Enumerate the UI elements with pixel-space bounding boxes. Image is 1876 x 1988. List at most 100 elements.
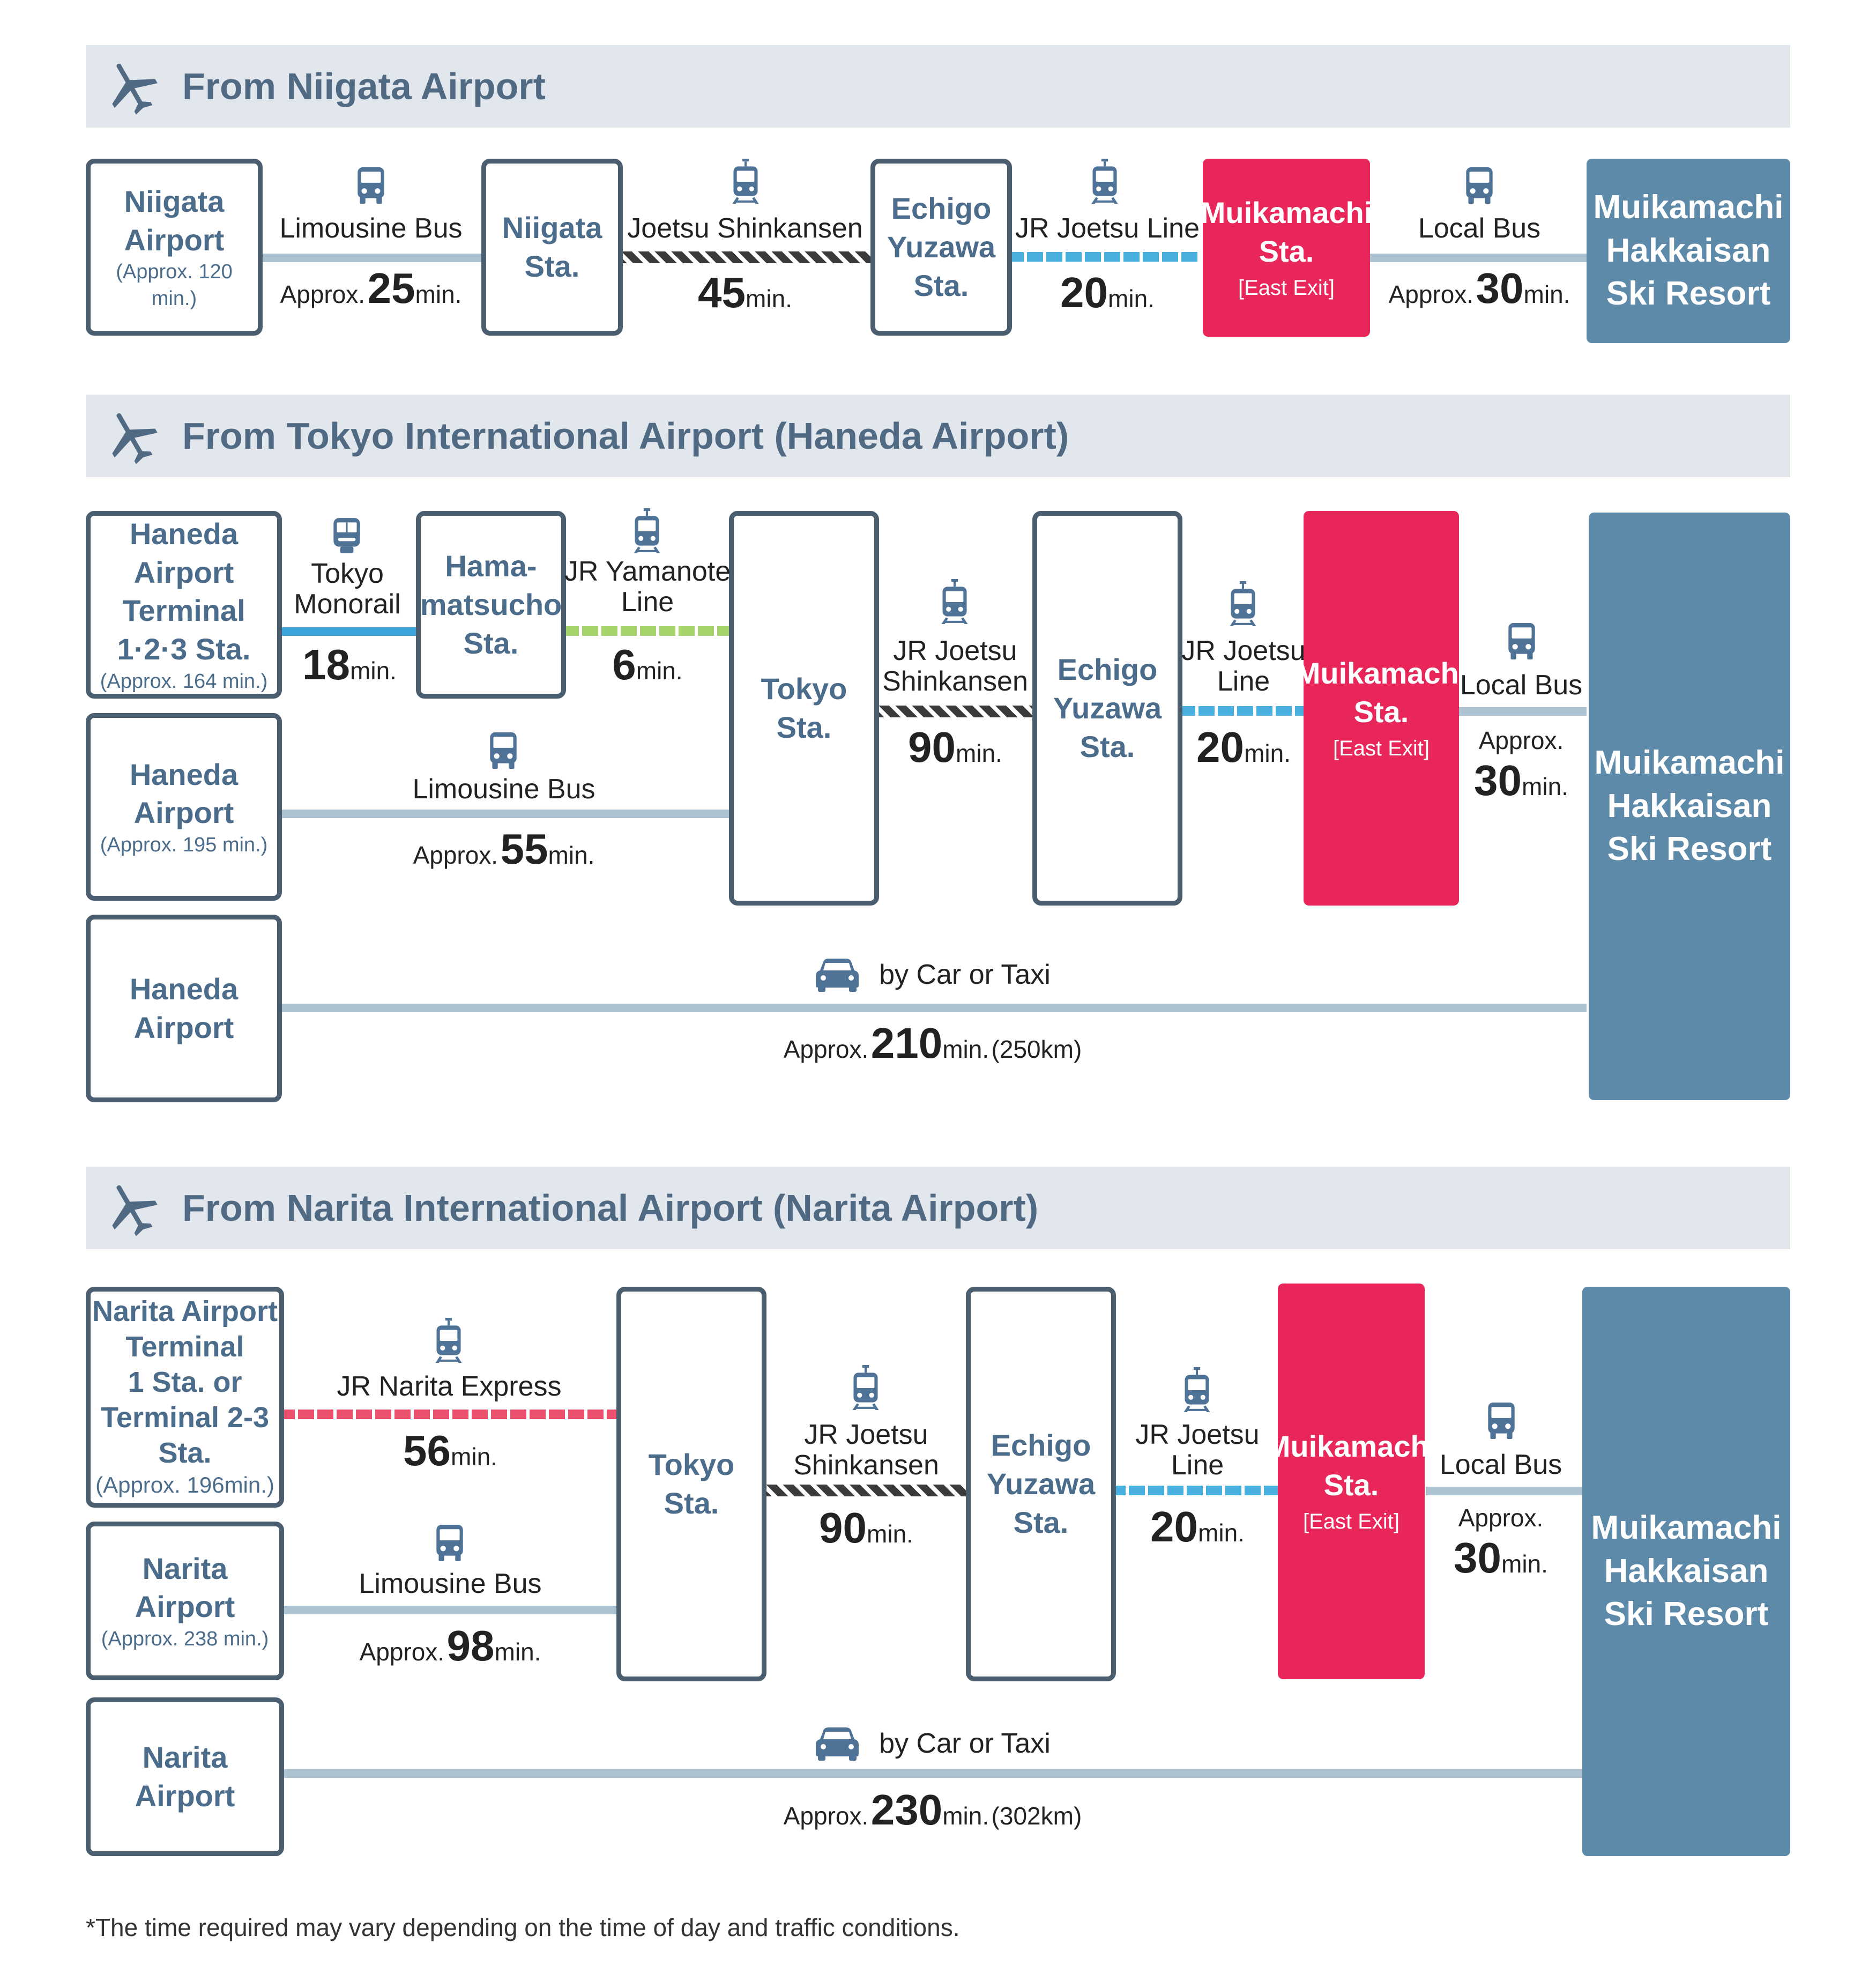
time-unit: min.	[415, 280, 462, 308]
travel-time: 90min.	[908, 726, 1002, 769]
monorail-icon	[333, 518, 360, 553]
train-icon	[732, 159, 759, 204]
station-box-hamamatsucho: Hama- matsucho Sta.	[416, 511, 566, 699]
route-label: JR Joetsu Shinkansen	[882, 635, 1028, 698]
time-value: 90	[819, 1504, 867, 1552]
station-name: Tokyo Sta.	[648, 1448, 735, 1520]
station-box-echigo-yuzawa: Echigo Yuzawa Sta.	[1032, 511, 1182, 906]
bus-route-line	[279, 810, 729, 818]
station-name: Haneda Airport	[129, 757, 239, 830]
route-label: JR Joetsu Line	[1181, 635, 1306, 698]
station-name: Narita Airport Terminal 1 Sta. or Termin…	[92, 1295, 278, 1469]
approx-prefix: Approx.	[1478, 726, 1564, 754]
time-value: 25	[367, 264, 415, 312]
approx-prefix: Approx.	[783, 1035, 869, 1063]
station-box-muikamachi: Muikamachi Sta. [East Exit]	[1265, 1284, 1437, 1679]
bus-icon	[1466, 167, 1493, 204]
monorail-route-line	[279, 627, 418, 636]
station-note: (Approx. 196min.)	[95, 1472, 274, 1498]
time-value: 30	[1474, 756, 1522, 804]
train-icon	[852, 1365, 879, 1410]
destination-box: Muikamachi Hakkaisan Ski Resort	[1589, 513, 1790, 1100]
travel-time: Approx. 25min.	[280, 267, 462, 310]
footnote: *The time required may vary depending on…	[86, 1913, 960, 1941]
time-value: 55	[500, 825, 548, 873]
shinkansen-route-line	[616, 251, 874, 263]
time-unit: min.	[1244, 739, 1291, 767]
route-label: Limousine Bus	[279, 213, 463, 244]
car-route-line	[279, 1769, 1587, 1778]
bus-route-line	[257, 254, 482, 262]
joetsu-line-route	[1110, 1486, 1281, 1495]
station-name: Narita Airport	[135, 1551, 235, 1624]
train-icon	[1230, 581, 1256, 626]
station-box-haneda-airport-bus: Haneda Airport (Approx. 195 min.)	[86, 713, 282, 901]
airplane-icon	[112, 63, 158, 115]
shinkansen-route-line	[874, 706, 1034, 717]
time-value: 98	[446, 1622, 495, 1670]
station-box-tokyo: Tokyo Sta.	[729, 511, 879, 906]
bus-icon	[490, 732, 517, 769]
time-unit: min.	[746, 285, 792, 313]
airplane-icon	[112, 413, 158, 464]
station-name: Muikamachi Sta.	[1265, 1429, 1438, 1502]
route-label: Limousine Bus	[359, 1568, 542, 1599]
bus-icon	[1488, 1403, 1515, 1439]
time-value: 30	[1476, 264, 1524, 312]
station-box-haneda-terminal: Haneda Airport Terminal 1·2·3 Sta. (Appr…	[86, 511, 282, 699]
route-label: Joetsu Shinkansen	[627, 213, 863, 244]
bus-route-line	[1426, 1487, 1587, 1495]
route-label: Local Bus	[1460, 670, 1583, 701]
travel-time: 18min.	[302, 643, 397, 686]
station-box-muikamachi: Muikamachi Sta. [East Exit]	[1296, 511, 1467, 906]
distance-value: (302km)	[991, 1802, 1082, 1830]
time-unit: min.	[1501, 1550, 1548, 1578]
time-unit: min.	[956, 739, 1002, 767]
station-box-muikamachi: Muikamachi Sta. [East Exit]	[1200, 159, 1373, 337]
section-title: From Tokyo International Airport (Haneda…	[182, 415, 1069, 457]
yamanote-route-line	[563, 626, 729, 636]
route-label: Limousine Bus	[412, 774, 595, 805]
shinkansen-route-line	[761, 1485, 970, 1496]
section-header-niigata: From Niigata Airport	[86, 45, 1790, 128]
travel-time: 6min.	[612, 643, 682, 686]
travel-time: Approx. 230min. (302km)	[784, 1789, 1082, 1831]
section-title: From Narita International Airport (Narit…	[182, 1187, 1039, 1229]
station-name: Niigata Sta.	[502, 211, 602, 283]
train-icon	[941, 579, 968, 624]
train-icon	[634, 508, 660, 553]
travel-time: Approx.30min.	[1474, 728, 1568, 802]
time-value: 18	[302, 641, 351, 688]
distance-value: (250km)	[991, 1035, 1082, 1063]
bus-icon	[436, 1525, 463, 1561]
approx-prefix: Approx.	[359, 1638, 445, 1666]
travel-time: Approx.30min.	[1454, 1505, 1548, 1579]
travel-time: 45min.	[698, 271, 792, 314]
time-unit: min.	[1522, 773, 1568, 800]
station-name: Haneda Airport	[129, 972, 239, 1044]
station-exit-note: [East Exit]	[1238, 276, 1335, 300]
station-name: Muikamachi Sta.	[1200, 196, 1373, 268]
route-label: JR Joetsu Shinkansen	[793, 1419, 939, 1481]
time-value: 45	[698, 269, 746, 316]
station-note: (Approx. 120 min.)	[116, 261, 233, 310]
destination-box: Muikamachi Hakkaisan Ski Resort	[1587, 159, 1790, 343]
time-value: 20	[1060, 269, 1108, 316]
time-value: 20	[1196, 723, 1245, 771]
joetsu-line-route	[1008, 252, 1201, 262]
car-icon	[816, 1727, 859, 1761]
station-name: Hama- matsucho Sta.	[420, 549, 562, 660]
time-unit: min.	[350, 657, 397, 685]
travel-time: 56min.	[403, 1429, 497, 1472]
time-value: 30	[1454, 1534, 1502, 1582]
time-unit: min.	[548, 841, 595, 869]
time-unit: min.	[1198, 1519, 1245, 1547]
station-name: Echigo Yuzawa Sta.	[1053, 652, 1162, 763]
section-title: From Niigata Airport	[182, 65, 546, 107]
train-icon	[1091, 159, 1118, 204]
route-label: JR Joetsu Line	[1015, 213, 1200, 244]
station-box-echigo-yuzawa: Echigo Yuzawa Sta.	[870, 159, 1012, 336]
time-unit: min.	[494, 1638, 541, 1666]
route-label: by Car or Taxi	[879, 959, 1051, 990]
